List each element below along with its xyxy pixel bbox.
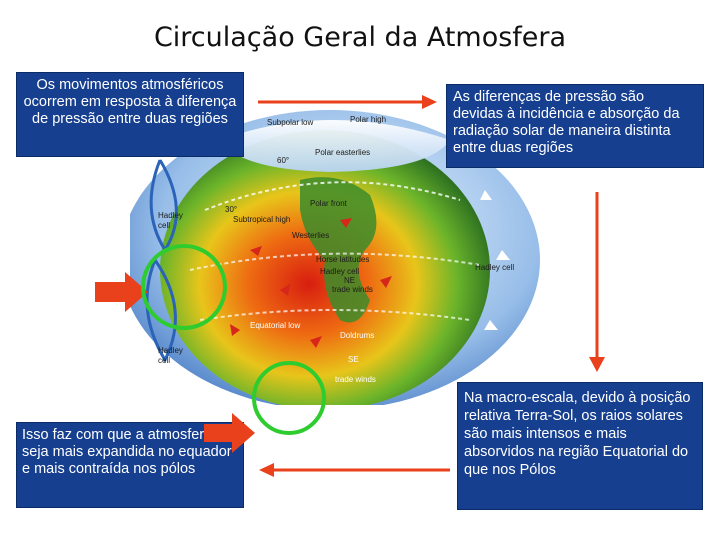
page-title: Circulação Geral da Atmosfera — [153, 22, 567, 53]
text-box-solar-radiation-text: As diferenças de pressão são devidas à i… — [453, 89, 680, 156]
text-box-atmosphere-expansion-text: Isso faz com que a atmosfera seja mais e… — [22, 427, 232, 477]
text-box-macro-scale-text: Na macro-escala, devido à posição relati… — [464, 390, 691, 478]
polar-cap — [220, 120, 450, 172]
label-equatorial-low: Equatorial low — [250, 321, 300, 330]
label-westerlies: Westerlies — [292, 231, 329, 240]
label-ne: NE — [344, 276, 355, 285]
label-subtropical-high: Subtropical high — [233, 215, 290, 224]
label-se-trade-winds: trade winds — [335, 375, 376, 384]
label-doldrums: Doldrums — [340, 331, 374, 340]
label-polar-easterlies: Polar easterlies — [315, 148, 370, 157]
label-thirty-degrees: 30° — [225, 205, 237, 214]
label-hadley-cell-bottom: Hadley — [158, 346, 183, 355]
text-box-atmosphere-expansion: Isso faz com que a atmosfera seja mais e… — [16, 422, 244, 508]
label-sixty-degrees: 60° — [277, 156, 289, 165]
label-hadley-cell-right: Hadley cell — [475, 263, 514, 272]
arrow-right-head — [589, 357, 605, 372]
label-hadley-cell-bottom-2: cell — [158, 356, 170, 365]
label-hadley-cell-mid: Hadley cell — [320, 267, 359, 276]
label-hadley-cell-top: Hadley — [158, 211, 183, 220]
label-horse-latitudes: Horse latitudes — [316, 255, 369, 264]
text-box-pressure-movement: Os movimentos atmosféricos ocorrem em re… — [16, 72, 244, 157]
text-box-solar-radiation: As diferenças de pressão são devidas à i… — [446, 84, 704, 168]
label-subpolar-low: Subpolar low — [267, 118, 313, 127]
text-box-macro-scale: Na macro-escala, devido à posição relati… — [457, 382, 703, 510]
label-ne-trade-winds: trade winds — [332, 285, 373, 294]
continent-landmass — [300, 177, 377, 323]
label-se: SE — [348, 355, 359, 364]
arrow-bottom-head — [259, 463, 274, 477]
globe-circulation-diagram: Subpolar low Polar high Polar easterlies… — [130, 100, 570, 405]
label-hadley-cell-top-2: cell — [158, 221, 170, 230]
label-polar-front: Polar front — [310, 199, 348, 208]
label-polar-high: Polar high — [350, 115, 386, 124]
text-box-pressure-movement-text: Os movimentos atmosféricos ocorrem em re… — [23, 77, 237, 127]
